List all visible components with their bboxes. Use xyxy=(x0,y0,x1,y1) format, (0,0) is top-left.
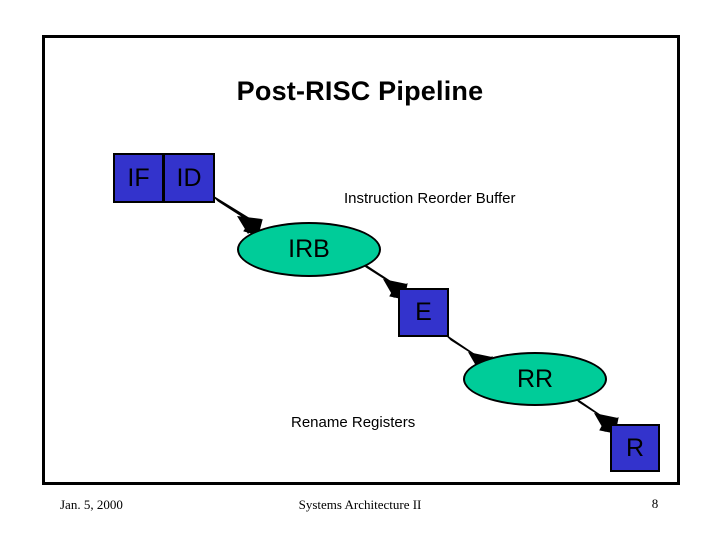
footer-date: Jan. 5, 2000 xyxy=(60,497,123,512)
stage-ellipse-rr[interactable]: RR xyxy=(463,352,607,406)
stage-ellipse-irb[interactable]: IRB xyxy=(237,222,381,277)
footer-course-title: Systems Architecture II xyxy=(298,497,422,512)
page-title: Post-RISC Pipeline xyxy=(236,76,484,106)
stage-label-r: R xyxy=(625,433,645,462)
stage-box-if[interactable]: IF xyxy=(113,153,164,203)
stage-label-irb: IRB xyxy=(288,235,330,263)
stage-box-r[interactable]: R xyxy=(610,424,660,472)
stage-box-e[interactable]: E xyxy=(398,288,449,337)
stage-label-e: E xyxy=(415,298,432,326)
stage-box-id[interactable]: ID xyxy=(163,153,215,203)
slide-border-frame xyxy=(42,35,680,485)
caption-rename-registers: Rename Registers xyxy=(291,414,416,431)
stage-label-if: IF xyxy=(127,163,150,192)
stage-label-id: ID xyxy=(176,163,202,192)
stage-label-rr: RR xyxy=(516,364,554,393)
caption-instruction-reorder-buffer: Instruction Reorder Buffer xyxy=(344,190,516,207)
footer-page-number: 8 xyxy=(651,496,659,511)
